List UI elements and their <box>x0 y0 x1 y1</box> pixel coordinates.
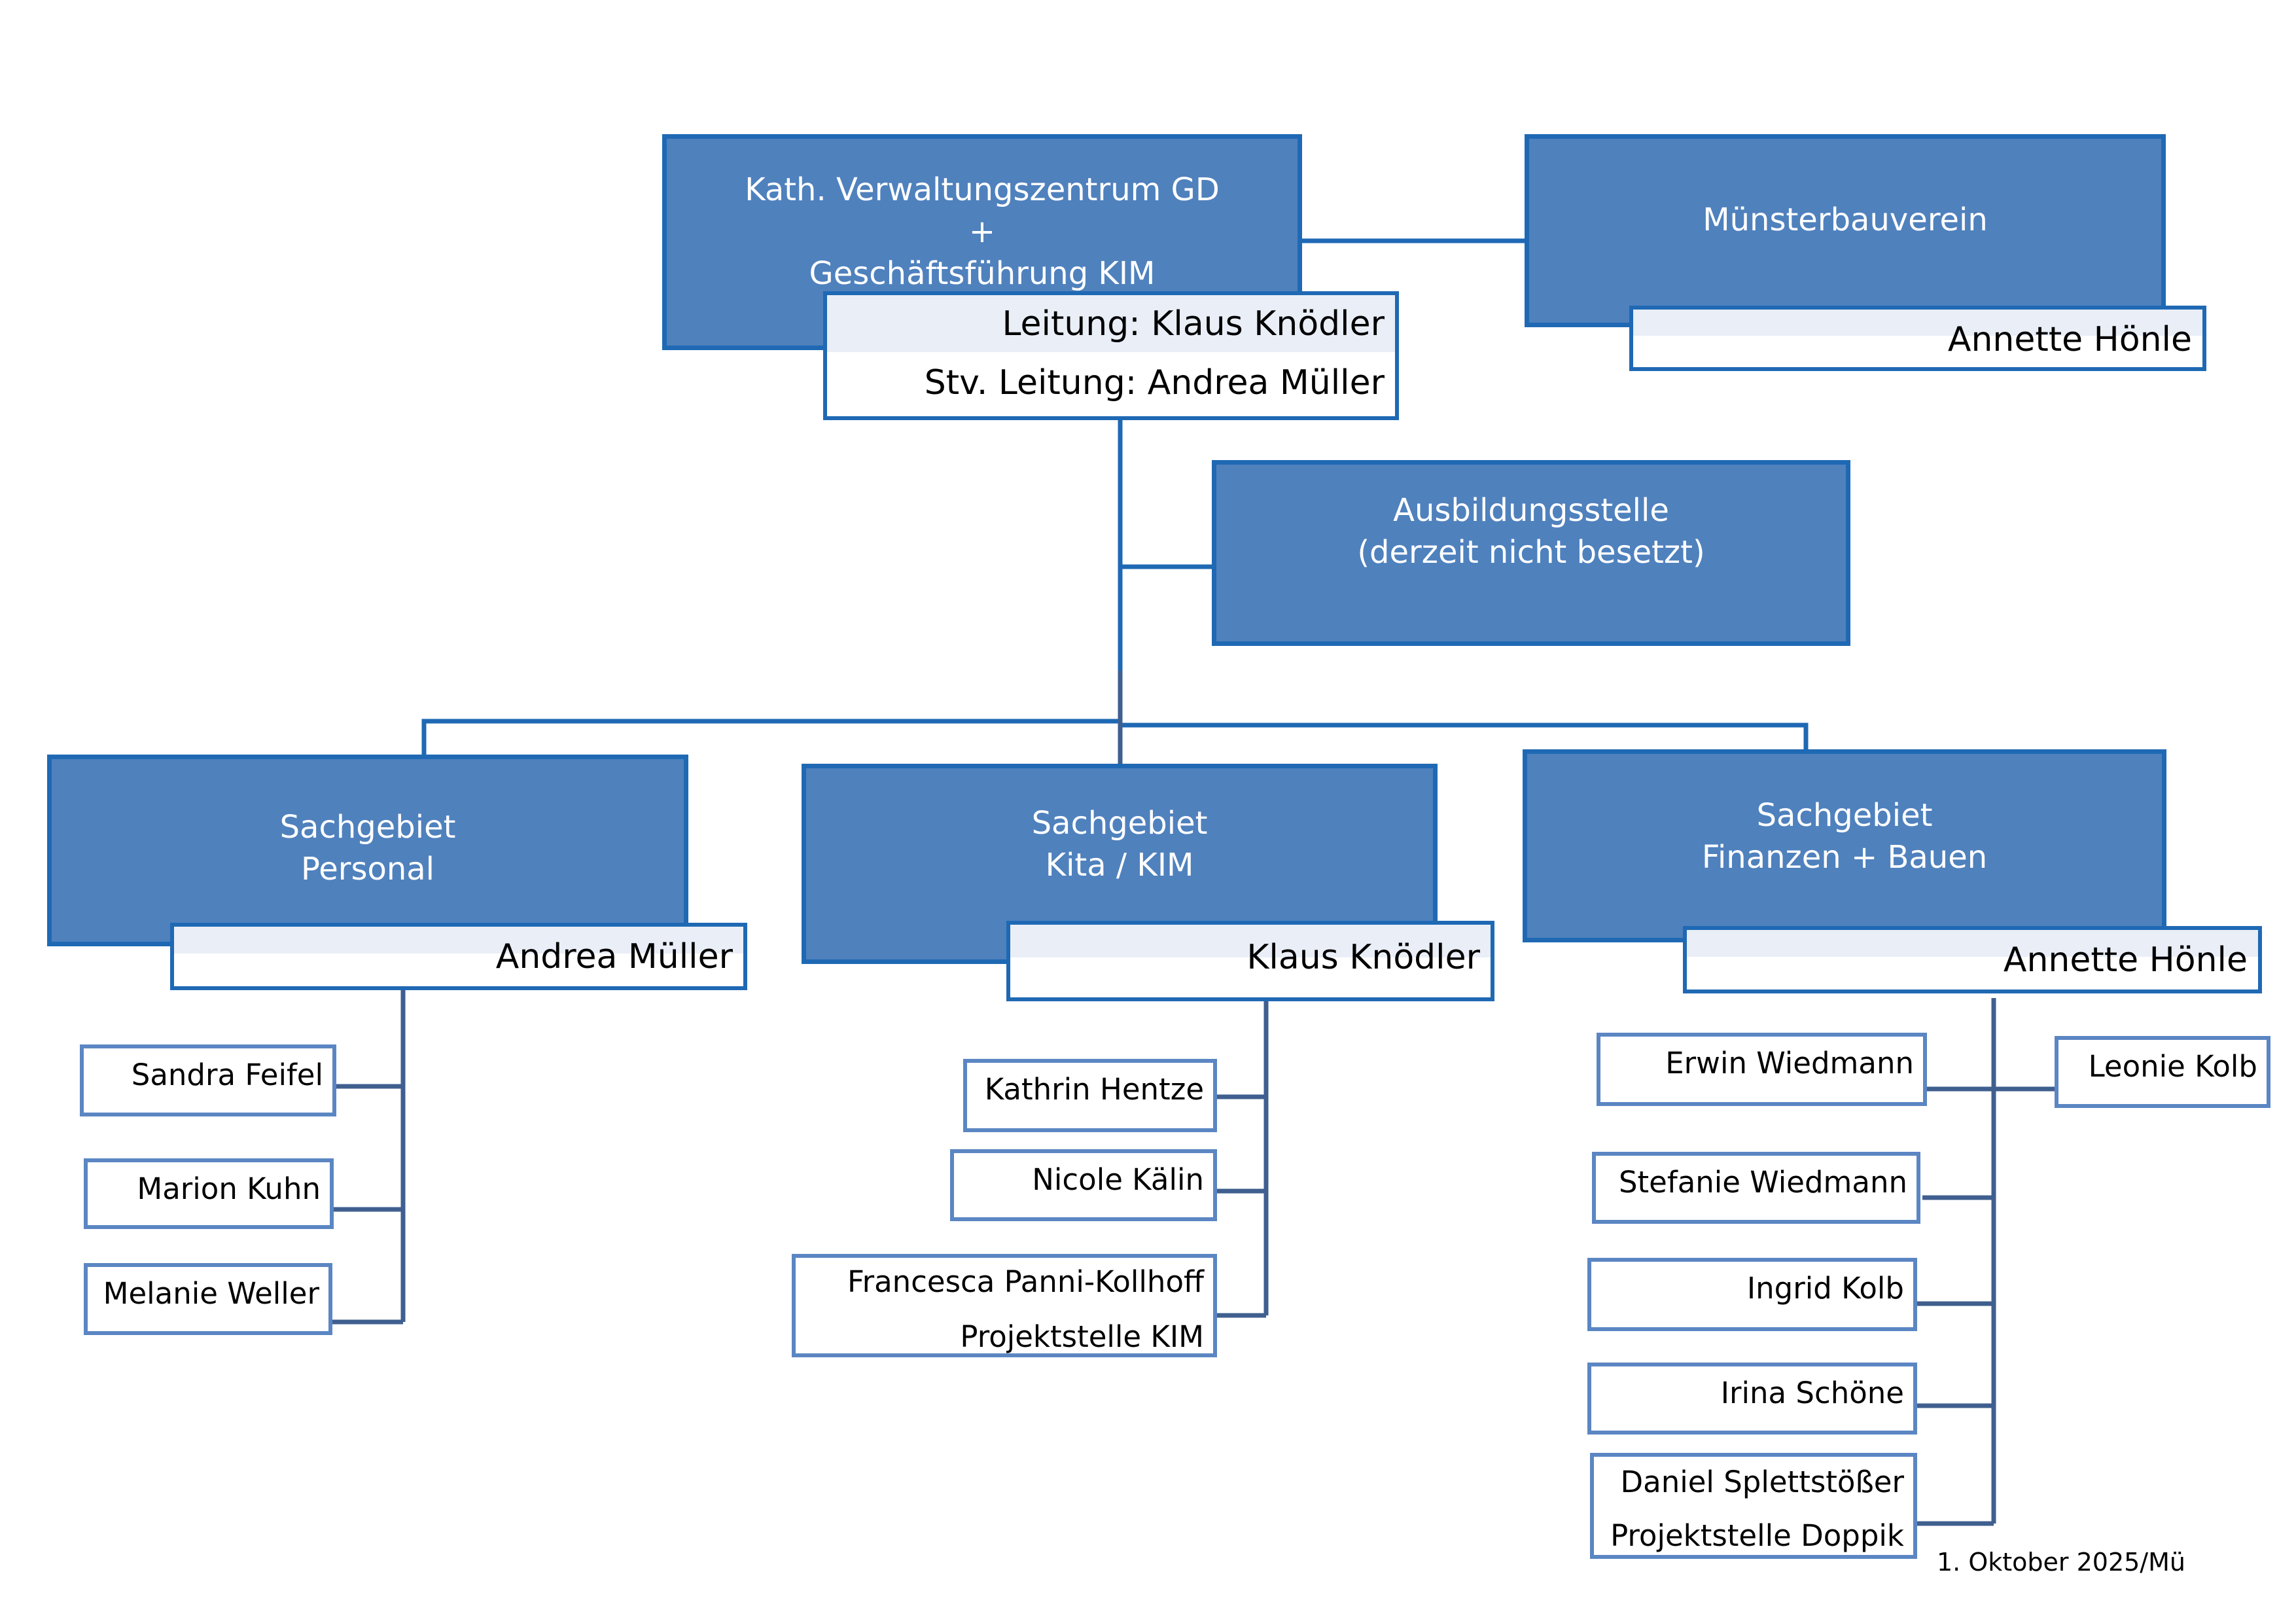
personal-head-band <box>174 927 743 954</box>
personal-unit-box: Sachgebiet Personal <box>47 755 688 946</box>
finanzen-unit-box: Sachgebiet Finanzen + Bauen <box>1523 749 2166 942</box>
personal-unit-title: Sachgebiet Personal <box>279 809 456 887</box>
staff-box: Irina Schöne <box>1587 1363 1917 1435</box>
muensterbauverein-head-band <box>1633 310 2202 336</box>
footer-date: 1. Oktober 2025/Mü <box>1937 1548 2185 1577</box>
project-box: Daniel Splettstößer Projektstelle Doppik <box>1590 1453 1917 1559</box>
muensterbauverein-box: Münsterbauverein <box>1525 134 2166 327</box>
muensterbauverein-title: Münsterbauverein <box>1703 202 1988 238</box>
ausbildung-box: Ausbildungsstelle (derzeit nicht besetzt… <box>1212 460 1850 646</box>
staff-name: Marion Kuhn <box>137 1171 321 1206</box>
kita-head: Klaus Knödler <box>1246 938 1480 977</box>
project-name: Francesca Panni-Kollhoff <box>847 1264 1204 1299</box>
muensterbauverein-head-box: Annette Hönle <box>1629 306 2206 371</box>
staff-box: Kathrin Hentze <box>963 1059 1217 1132</box>
connector-branch-finanzen <box>1120 722 1809 751</box>
personal-head-box: Andrea Müller <box>170 923 747 990</box>
staff-name: Erwin Wiedmann <box>1665 1046 1914 1080</box>
project-box: Francesca Panni-Kollhoff Projektstelle K… <box>792 1254 1217 1357</box>
staff-name: Nicole Kälin <box>1032 1162 1204 1197</box>
staff-box: Sandra Feifel <box>80 1044 336 1116</box>
root-leitung: Leitung: Klaus Knödler <box>1002 304 1385 344</box>
root-leadership-box: Leitung: Klaus Knödler Stv. Leitung: And… <box>823 291 1399 420</box>
staff-name: Irina Schöne <box>1720 1376 1904 1410</box>
finanzen-head: Annette Hönle <box>2003 940 2248 980</box>
muensterbauverein-head: Annette Hönle <box>1947 320 2192 359</box>
personal-head: Andrea Müller <box>495 937 733 976</box>
project-role: Projektstelle Doppik <box>1610 1518 1904 1553</box>
finanzen-head-band <box>1687 930 2258 957</box>
staff-box: Stefanie Wiedmann <box>1592 1152 1920 1224</box>
staff-name: Leonie Kolb <box>2088 1049 2257 1084</box>
staff-box: Nicole Kälin <box>950 1149 1217 1221</box>
staff-name: Stefanie Wiedmann <box>1618 1165 1907 1200</box>
root-stv-leitung: Stv. Leitung: Andrea Müller <box>924 363 1385 402</box>
finanzen-head-box: Annette Hönle <box>1683 926 2262 993</box>
staff-name: Melanie Weller <box>103 1276 319 1311</box>
root-leadership-band <box>827 295 1395 352</box>
ausbildung-title: Ausbildungsstelle (derzeit nicht besetzt… <box>1357 492 1705 571</box>
root-unit-title: Kath. Verwaltungszentrum GD + Geschäftsf… <box>745 171 1220 292</box>
kita-unit-title: Sachgebiet Kita / KIM <box>1031 805 1208 883</box>
staff-box: Marion Kuhn <box>84 1158 334 1229</box>
connector-branch-personal <box>421 719 1120 758</box>
staff-name: Sandra Feifel <box>131 1058 323 1092</box>
staff-box: Melanie Weller <box>84 1263 332 1335</box>
kita-head-box: Klaus Knödler <box>1006 921 1494 1001</box>
staff-box: Leonie Kolb <box>2055 1036 2270 1108</box>
finanzen-unit-title: Sachgebiet Finanzen + Bauen <box>1701 797 1988 876</box>
kita-head-band <box>1010 925 1491 957</box>
staff-box: Ingrid Kolb <box>1587 1258 1917 1331</box>
staff-name: Ingrid Kolb <box>1746 1271 1904 1306</box>
staff-box: Erwin Wiedmann <box>1597 1033 1927 1106</box>
staff-name: Kathrin Hentze <box>984 1072 1204 1107</box>
project-name: Daniel Splettstößer <box>1620 1465 1905 1499</box>
project-role: Projektstelle KIM <box>960 1319 1204 1354</box>
